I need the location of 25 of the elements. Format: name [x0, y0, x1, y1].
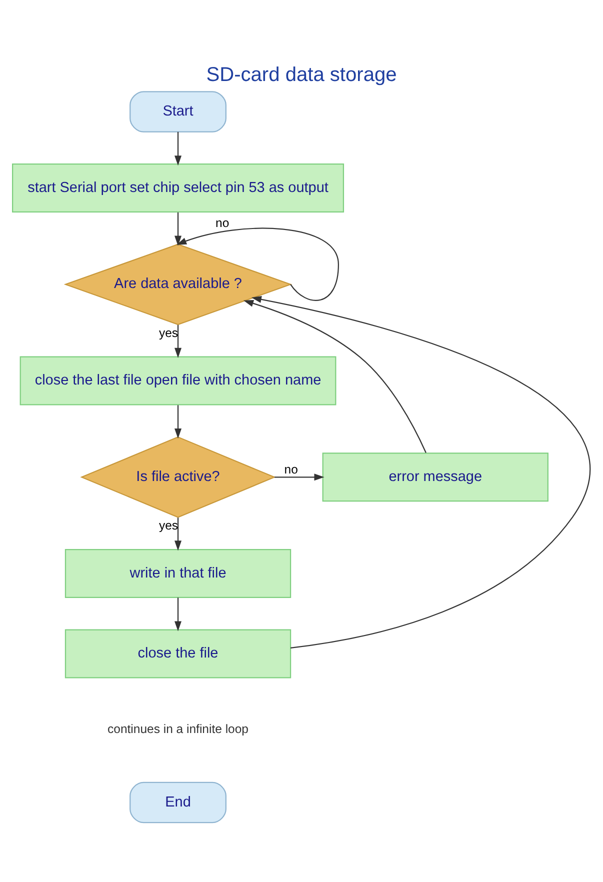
arrow — [174, 597, 182, 631]
arrow — [174, 404, 182, 438]
label: continues in a infinite loop — [108, 722, 249, 736]
diagram-title: SD-card data storage — [206, 63, 397, 86]
node-box: error message — [322, 452, 548, 502]
node-box: close the last file open file with chosen name — [20, 356, 336, 405]
arrow — [174, 131, 182, 166]
edge-label: yes — [159, 518, 178, 532]
arrow — [174, 324, 182, 358]
node-diamond: Is file active? — [80, 436, 276, 518]
edge-label: no — [216, 215, 230, 230]
arrow — [176, 227, 339, 300]
node-diamond: Are data available ? — [64, 243, 292, 325]
arrow — [174, 212, 182, 246]
node-box: close the file — [64, 628, 292, 678]
edge-label: no — [284, 462, 298, 476]
arrow — [251, 295, 590, 648]
node-box: Start — [130, 90, 226, 132]
arrow — [174, 517, 182, 550]
node-box: End — [130, 781, 226, 823]
arrow — [243, 299, 426, 452]
edge-label: yes — [159, 325, 178, 340]
arrow — [274, 473, 324, 480]
node-box: start Serial port set chip select pin 53 as output — [12, 163, 344, 212]
node-box: write in that file — [64, 548, 292, 598]
